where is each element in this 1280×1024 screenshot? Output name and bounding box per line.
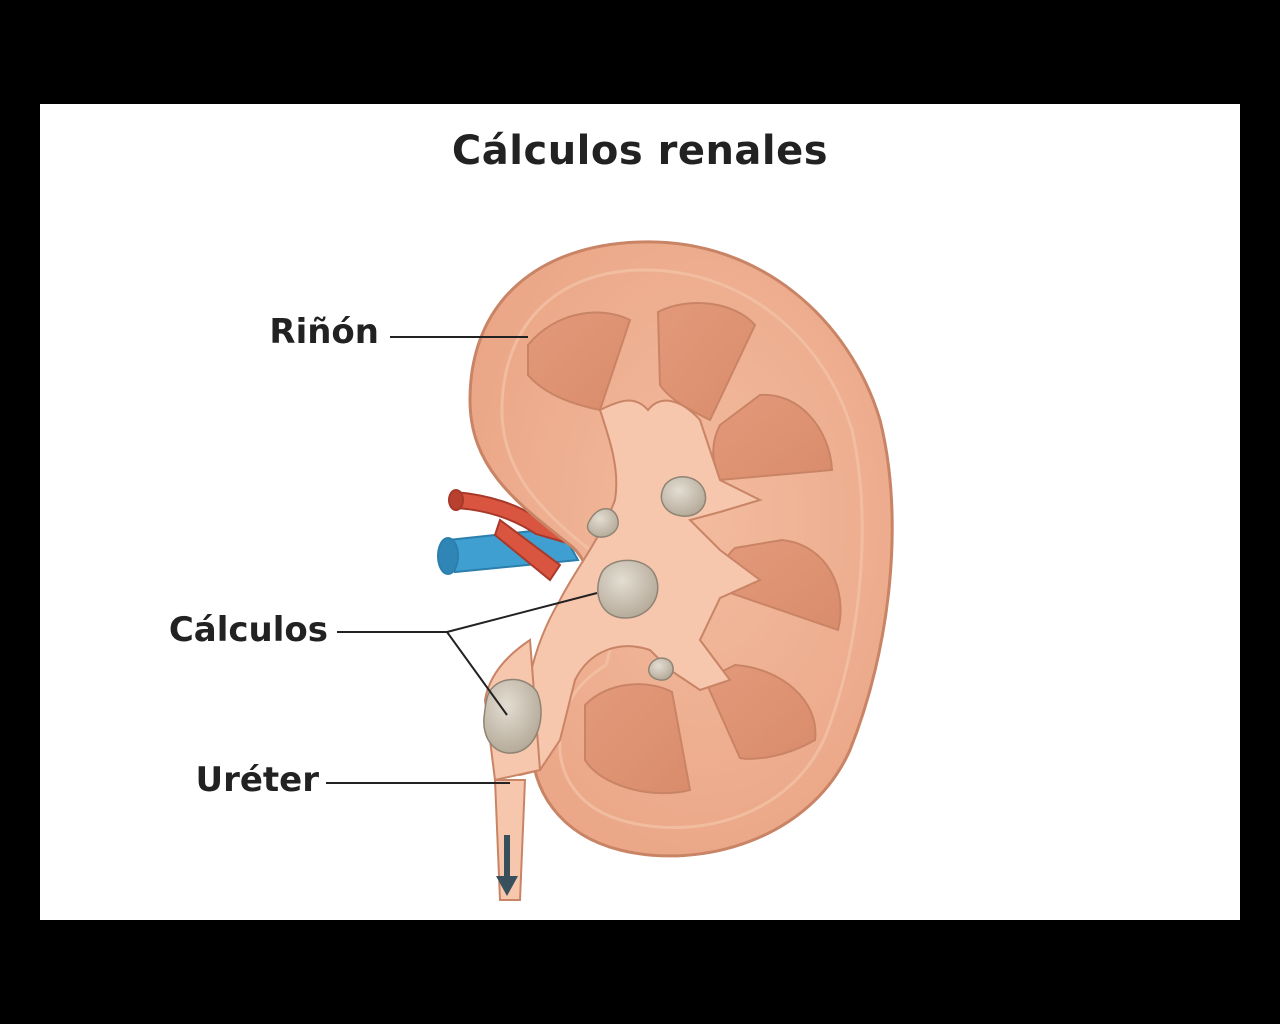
leader-lines (326, 336, 598, 784)
stone (483, 678, 542, 754)
pyramid (656, 302, 757, 422)
diagram-title: Cálculos renales (451, 128, 829, 174)
stone (648, 657, 674, 681)
label-kidney: Riñón (269, 312, 379, 352)
label-stones: Cálculos (168, 610, 328, 650)
pyramid (703, 663, 817, 760)
pyramid (527, 311, 632, 412)
vein-opening (437, 537, 459, 575)
pyramid (584, 683, 692, 795)
kidney-inner-rim (500, 268, 864, 829)
down-arrow-icon (496, 835, 518, 896)
label-ureter: Uréter (195, 760, 319, 800)
renal-pyramids (527, 302, 842, 795)
renal-artery-branch (493, 518, 562, 582)
artery-opening (448, 489, 464, 511)
leader-line-stones-upper (446, 592, 598, 633)
kidney-stones (483, 476, 707, 754)
stone (586, 508, 619, 538)
pyramid (712, 393, 834, 482)
stone (597, 559, 659, 619)
leader-line-stones-lower (446, 631, 508, 716)
stone (660, 476, 707, 517)
